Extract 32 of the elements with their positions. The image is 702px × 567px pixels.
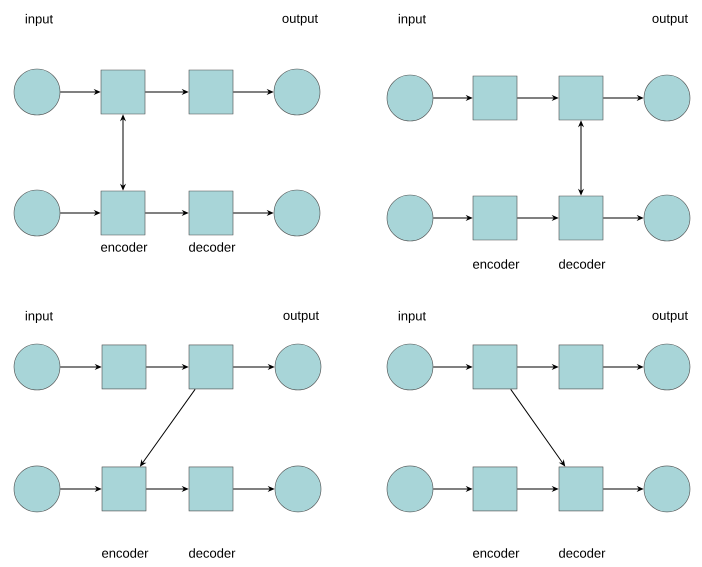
circle	[14, 190, 60, 236]
node-label: output	[652, 14, 688, 26]
node-label: encoder	[473, 548, 520, 558]
node-label: decoder	[189, 242, 236, 252]
square-box	[558, 76, 604, 120]
node-label: input	[398, 310, 426, 324]
square-box	[472, 76, 518, 120]
node-label: output	[283, 311, 319, 323]
circle	[386, 194, 434, 242]
circle	[644, 194, 690, 242]
node-label: decoder	[189, 548, 236, 558]
node-label: output	[282, 14, 318, 26]
node-label: input	[398, 14, 426, 26]
node-label: decoder	[559, 548, 606, 558]
node-label: input	[26, 14, 53, 26]
node-label: encoder	[473, 259, 520, 269]
circle	[274, 466, 322, 512]
node-label: output	[652, 311, 688, 323]
node-label: decoder	[559, 259, 606, 269]
node-label: input	[26, 310, 53, 324]
square-box	[188, 70, 234, 114]
circle	[14, 466, 60, 512]
square-box	[188, 344, 234, 390]
circle	[386, 466, 434, 512]
circle	[644, 466, 690, 512]
square-box	[102, 344, 146, 390]
square-box	[472, 344, 518, 390]
square-box	[558, 344, 604, 390]
node-label: encoder	[102, 548, 148, 558]
circle	[274, 190, 320, 236]
node-label: encoder	[101, 242, 148, 252]
square-box	[100, 70, 146, 114]
